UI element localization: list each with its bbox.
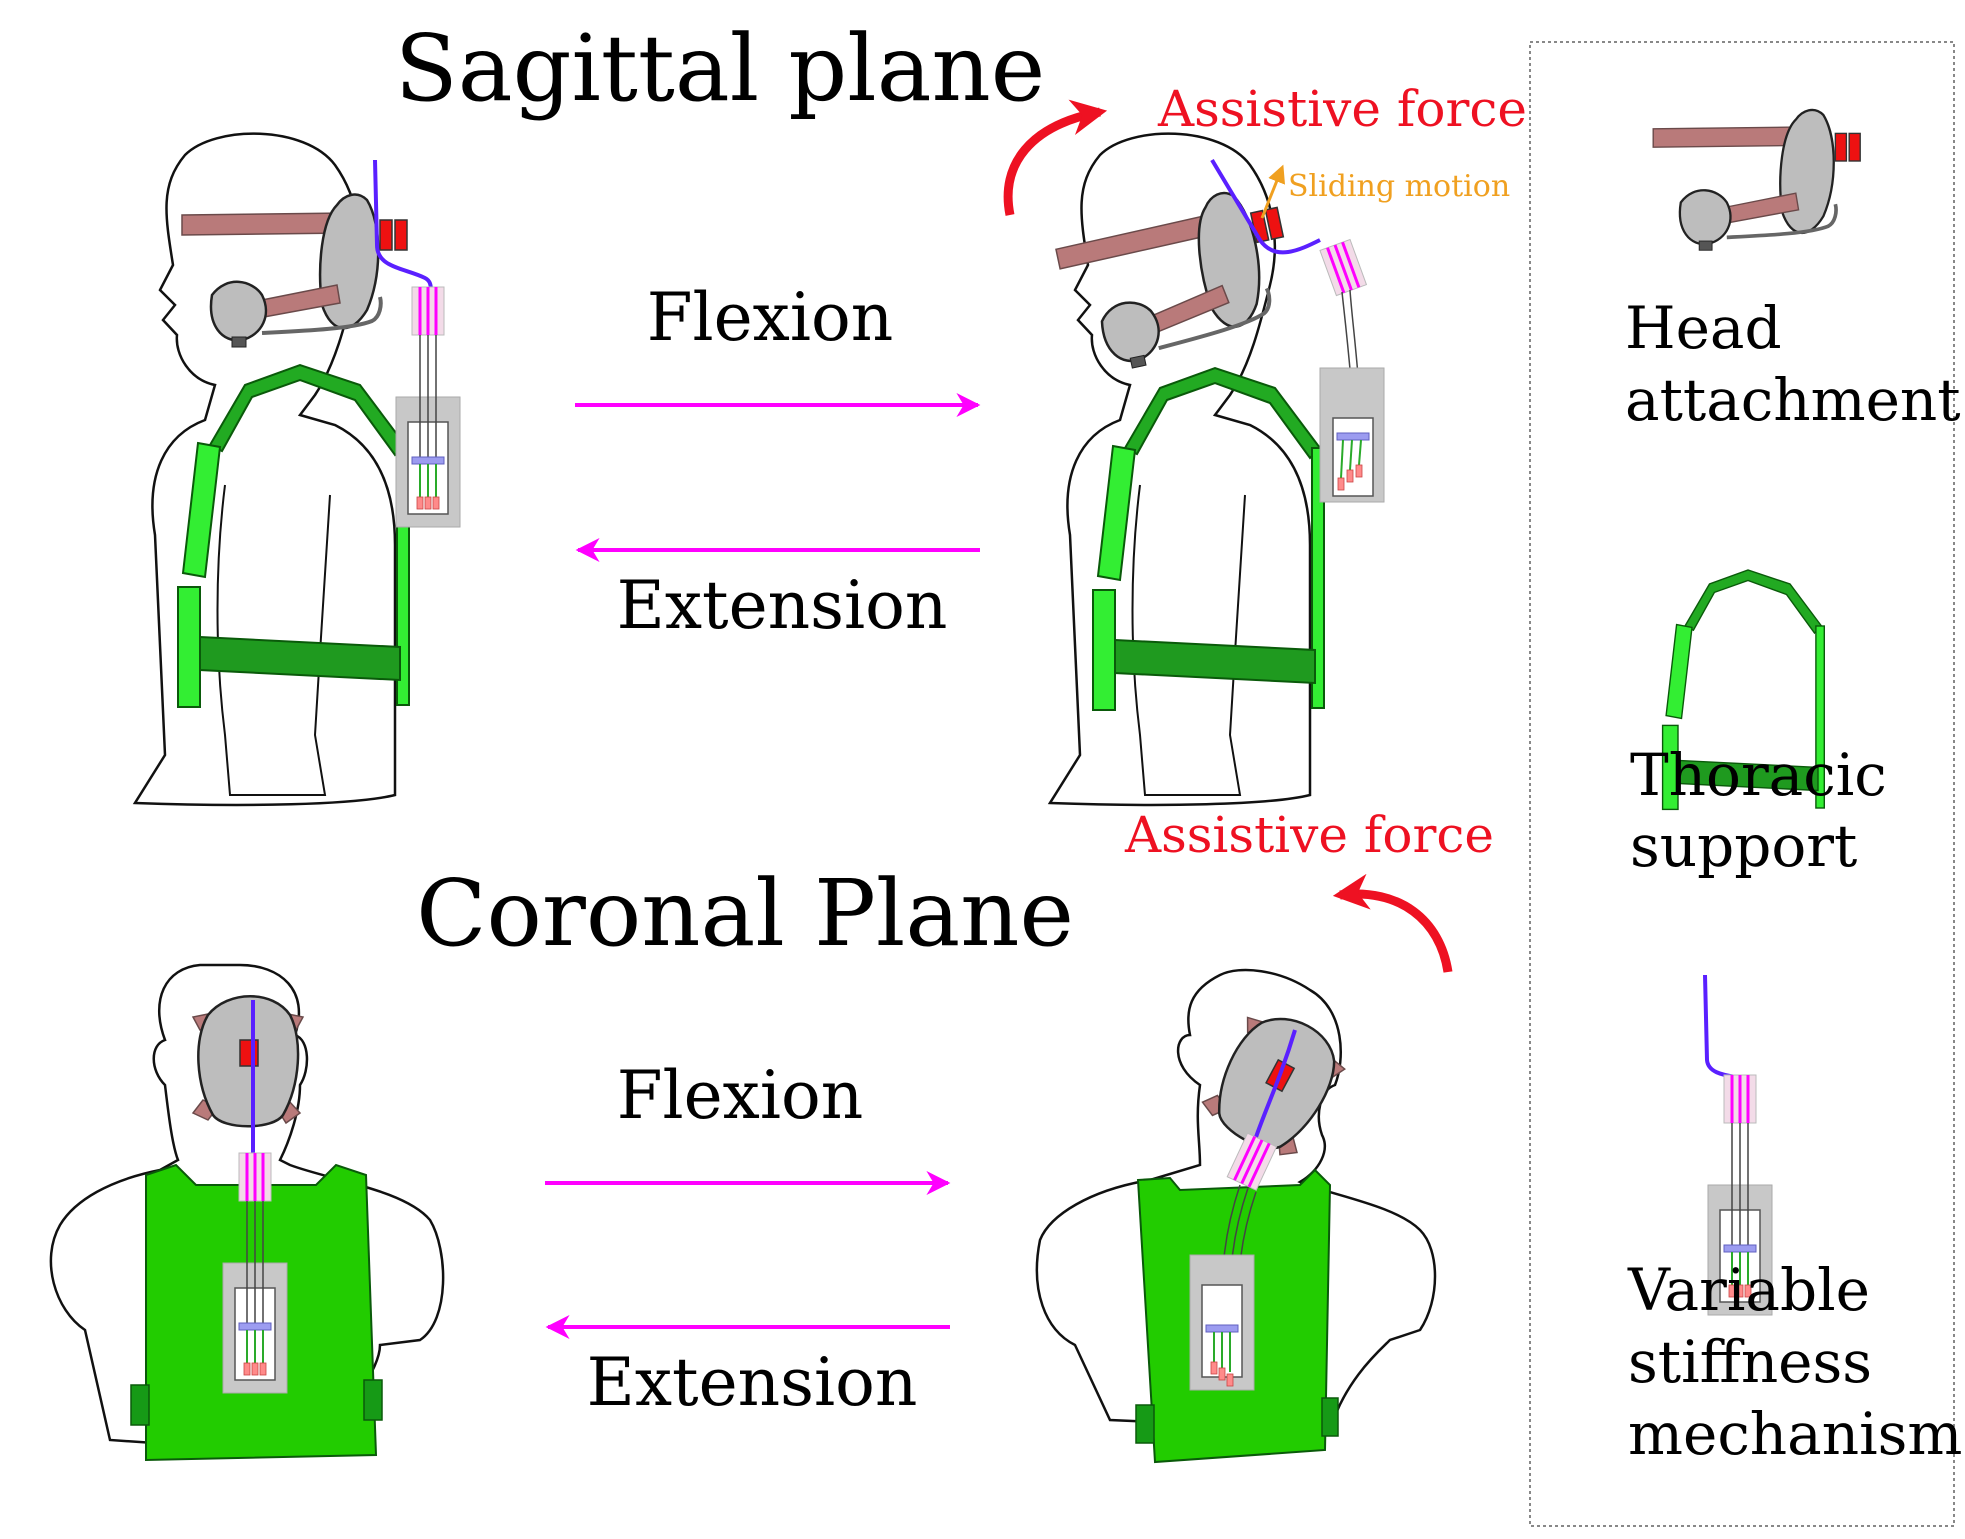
legend-head-label-line2: attachment [1625,366,1961,434]
sagittal-flexed-figure [1048,132,1385,807]
assistive-force-arrow-sagittal [1003,99,1108,216]
assistive-force-arrow-coronal [1332,873,1453,973]
sagittal-extension-label: Extension [617,567,948,644]
legend-head-label-line1: Head [1625,294,1782,362]
sagittal-assistive-force-label: Assistive force [1157,80,1527,138]
cable [1210,158,1321,255]
legend-vsm-label-line1: Variable [1627,1256,1870,1324]
sagittal-flexion-label: Flexion [647,279,894,356]
legend-panel [1529,41,1955,1527]
coronal-assistive-force-label: Assistive force [1124,806,1494,864]
vsm-module [394,285,462,529]
coronal-flexion-label: Flexion [617,1057,864,1134]
sliding-motion-arrow [1260,164,1286,219]
legend-thoracic-label-line2: support [1630,812,1857,880]
sagittal-title: Sagittal plane [395,15,1046,122]
coronal-flexed-figure [1035,968,1437,1464]
legend-head-attachment-icon [1651,108,1863,253]
head-attachment-back [191,995,305,1128]
sagittal-neutral-figure [133,132,462,807]
cable [1253,1029,1297,1141]
coronal-extension-label: Extension [587,1344,918,1421]
legend-vsm-icon [1703,974,1774,1317]
legend-vsm-label-line2: stiffness [1628,1328,1872,1396]
coronal-title: Coronal Plane [416,860,1074,967]
sliding-motion-label: Sliding motion [1288,169,1510,204]
legend-vsm-label-line3: mechanism [1628,1400,1962,1468]
legend-thoracic-label-line1: Thoracic [1630,741,1887,809]
coronal-neutral-figure [49,963,445,1461]
